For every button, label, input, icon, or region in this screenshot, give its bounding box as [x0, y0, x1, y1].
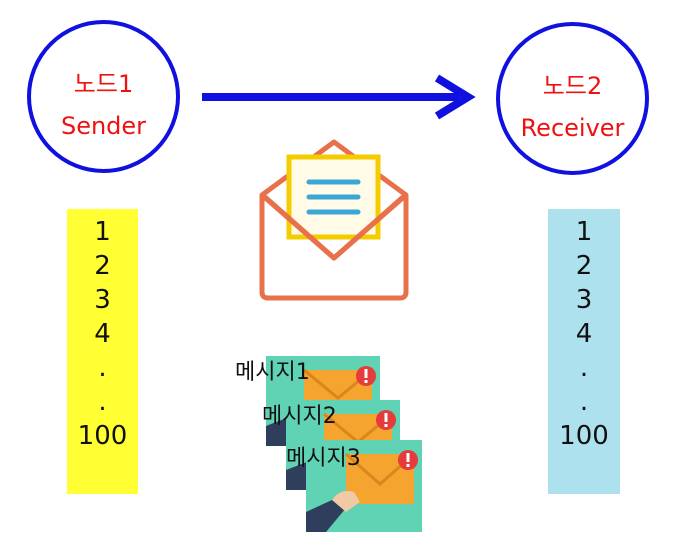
sender-seq-item: 2 — [94, 251, 111, 281]
receiver-sequence-list: 1 2 3 4 . . 100 — [548, 209, 620, 494]
receiver-seq-item: . — [579, 353, 589, 383]
receiver-seq-item: 4 — [575, 319, 593, 349]
sender-seq-item: 100 — [77, 421, 128, 451]
receiver-node-title: 노드2 — [542, 72, 603, 100]
message-label-1: 메시지1 — [235, 360, 310, 385]
sender-node: 노드1 Sender — [27, 20, 180, 173]
sender-seq-item: 3 — [94, 285, 111, 315]
sender-sequence-list: 1 2 3 4 . . 100 — [67, 209, 138, 494]
receiver-node: 노드2 Receiver — [496, 22, 649, 175]
receiver-seq-item: . — [579, 387, 589, 417]
receiver-node-role: Receiver — [520, 114, 625, 142]
sender-node-title: 노드1 — [73, 70, 134, 98]
sender-seq-item: 4 — [94, 319, 111, 349]
message-label-2: 메시지2 — [262, 404, 337, 429]
message-label-3: 메시지3 — [286, 446, 361, 471]
receiver-seq-item: 3 — [575, 285, 593, 315]
receiver-seq-item: 100 — [559, 421, 609, 451]
sender-seq-item: . — [98, 387, 107, 417]
sender-seq-item: . — [98, 353, 107, 383]
receiver-seq-item: 1 — [575, 217, 593, 247]
hand-envelope-alert-icon — [306, 450, 418, 532]
sender-seq-item: 1 — [94, 217, 111, 247]
sender-node-role: Sender — [60, 112, 147, 140]
message-card-3 — [306, 440, 422, 532]
arrow-right-icon — [202, 74, 476, 120]
receiver-seq-item: 2 — [575, 251, 593, 281]
